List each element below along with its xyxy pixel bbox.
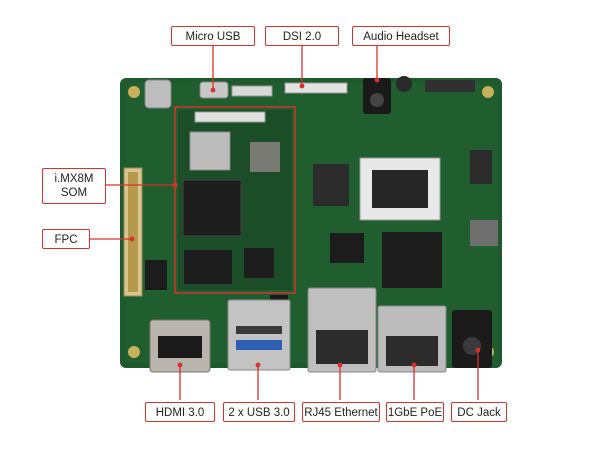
header-pins: [313, 164, 349, 206]
dot-poe: [411, 362, 417, 368]
som-highlight-box: [174, 106, 296, 294]
top-right-connector: [425, 80, 475, 92]
right-module: [470, 220, 498, 246]
hdmi-opening: [158, 336, 202, 358]
som-label-line1: i.MX8M: [54, 173, 94, 185]
som-label-line2: SOM: [60, 187, 88, 199]
dc-jack-label: DC Jack: [451, 402, 507, 422]
usb-c-port: [144, 79, 172, 109]
dsi-connector: [284, 82, 348, 94]
callout-dots: [129, 77, 481, 368]
callout-lines: [90, 44, 479, 400]
usb-label: 2 x USB 3.0: [223, 402, 295, 422]
dot-dsi: [299, 83, 305, 89]
usb-slot-blue: [236, 340, 282, 350]
dot-usb: [255, 362, 261, 368]
rj45-ethernet-label: RJ45 Ethernet: [302, 402, 380, 422]
top-connector-strip: [231, 85, 273, 97]
audio-jack-hole: [370, 93, 384, 107]
som-secondary-chip: [244, 248, 274, 278]
dot-som: [172, 182, 178, 188]
micro-usb-label: Micro USB: [171, 26, 255, 46]
fpc-contacts: [128, 172, 138, 292]
dot-fpc: [129, 236, 135, 242]
mounting-hole: [128, 346, 140, 358]
dot-audio: [374, 77, 380, 83]
hdmi-label: HDMI 3.0: [145, 402, 215, 422]
mounting-hole: [482, 86, 494, 98]
poe-opening: [386, 336, 438, 366]
fpc-label: FPC: [42, 229, 90, 249]
usb-slot-dark: [236, 326, 282, 334]
dsi-label: DSI 2.0: [265, 26, 339, 46]
som-shield: [189, 131, 231, 171]
imx8m-processor: [182, 179, 242, 237]
som-top-connector: [194, 111, 266, 123]
mounting-hole: [128, 86, 140, 98]
right-header-pins: [470, 150, 492, 184]
dot-rj45: [337, 362, 343, 368]
usb-port: [227, 299, 291, 371]
rj45-opening: [316, 330, 368, 364]
dot-micro-usb: [210, 87, 216, 93]
center-chip: [330, 233, 364, 263]
audio-codec-core: [372, 170, 428, 208]
gbe-poe-label: 1GbE PoE: [386, 402, 444, 422]
inductor: [396, 76, 412, 92]
som-label: i.MX8M SOM: [42, 168, 106, 204]
ethernet-phy: [382, 232, 442, 288]
dot-hdmi: [177, 362, 183, 368]
left-chip: [145, 260, 167, 290]
audio-headset-label: Audio Headset: [352, 26, 450, 46]
dot-dc: [475, 347, 481, 353]
som-pmic: [250, 142, 280, 172]
som-memory-chip: [184, 250, 232, 284]
